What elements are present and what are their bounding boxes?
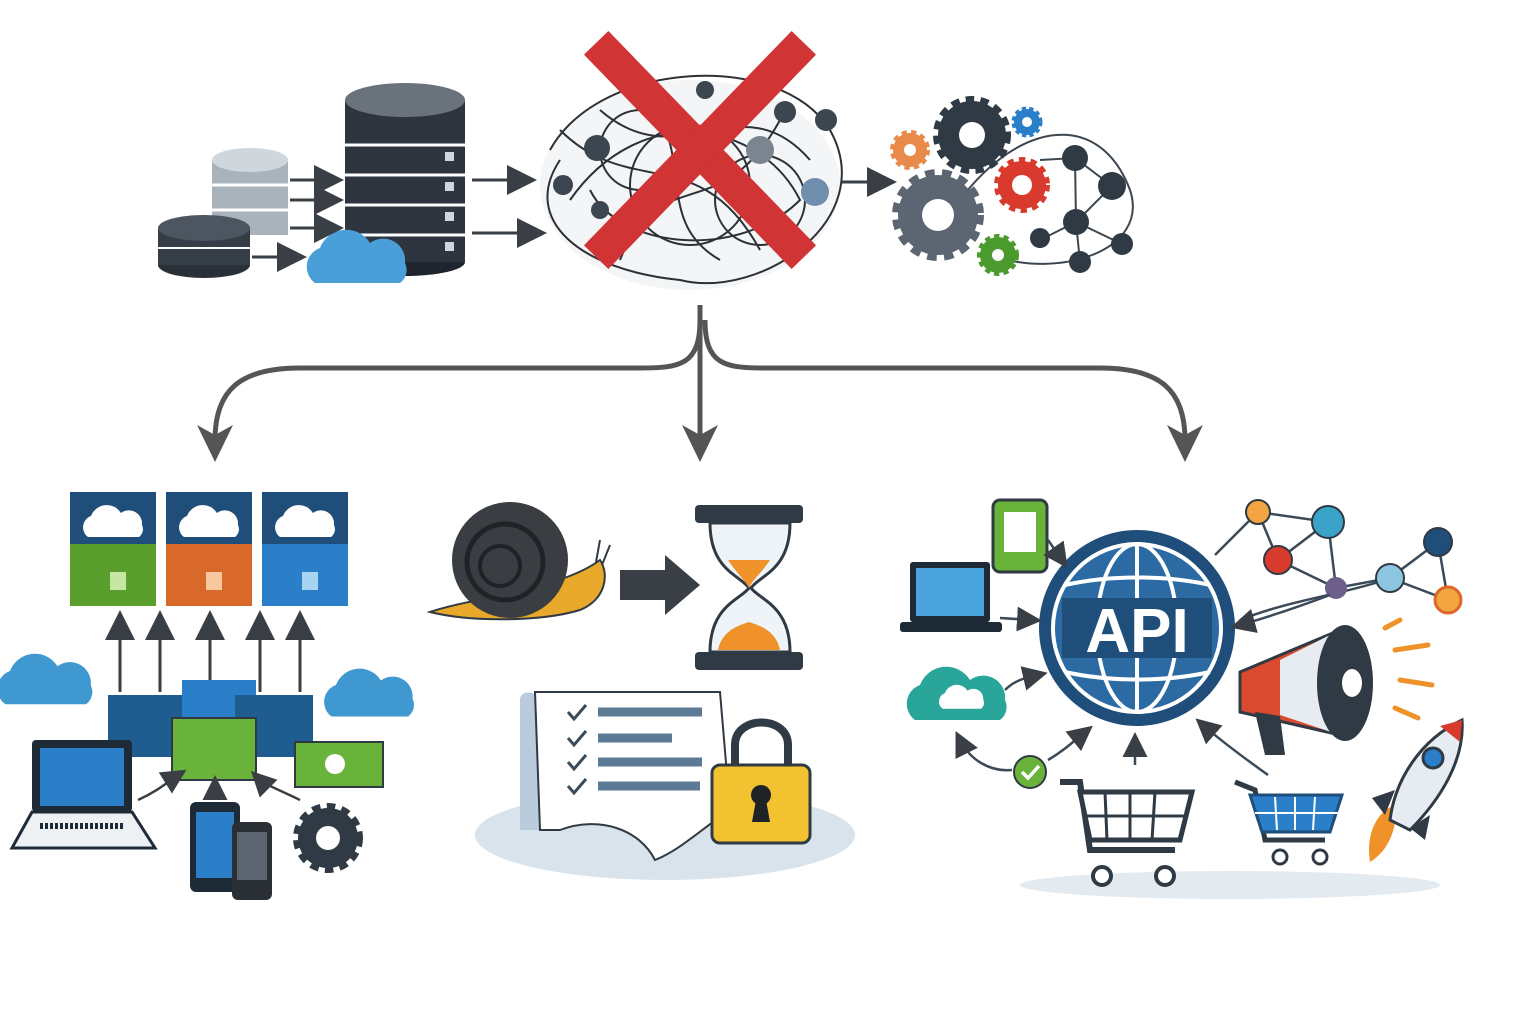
arrow-icon: [620, 555, 700, 615]
container-icon-green: [70, 492, 156, 606]
rocket-icon: [1369, 717, 1464, 862]
gear-icon: [293, 803, 363, 873]
cross-icon: [583, 30, 817, 270]
container-icon-blue: [262, 492, 348, 606]
network-nodes: [1214, 499, 1463, 622]
cart-icon-small: [1234, 779, 1345, 866]
cloud-icon: [0, 653, 93, 705]
api-label: API: [1085, 597, 1188, 666]
branch-arrows: [197, 305, 1203, 462]
snail-icon: [426, 502, 611, 621]
container-cluster: [108, 680, 384, 788]
cloud-icon: [324, 668, 414, 717]
phone-icon: [190, 802, 272, 900]
input-arrows: [252, 165, 547, 272]
cart-icon-large: [1060, 779, 1196, 887]
container-icon-orange: [166, 492, 252, 606]
document-icon: [520, 691, 732, 862]
phone-icon: [991, 498, 1049, 574]
api-globe-icon: API: [1039, 530, 1235, 726]
laptop-icon: [9, 740, 158, 850]
small-database-icon: [158, 148, 288, 278]
lock-icon: [710, 718, 812, 845]
shadow: [1020, 871, 1440, 899]
large-database-icon: [345, 83, 465, 276]
checkmark-icon: [1013, 755, 1047, 789]
hourglass-icon: [695, 505, 803, 670]
megaphone-icon: [1238, 617, 1435, 755]
gears-icon: [890, 96, 1134, 276]
laptop-icon: [900, 562, 1002, 632]
connector-arrows: [955, 539, 1331, 777]
microservices-group: [0, 492, 414, 900]
